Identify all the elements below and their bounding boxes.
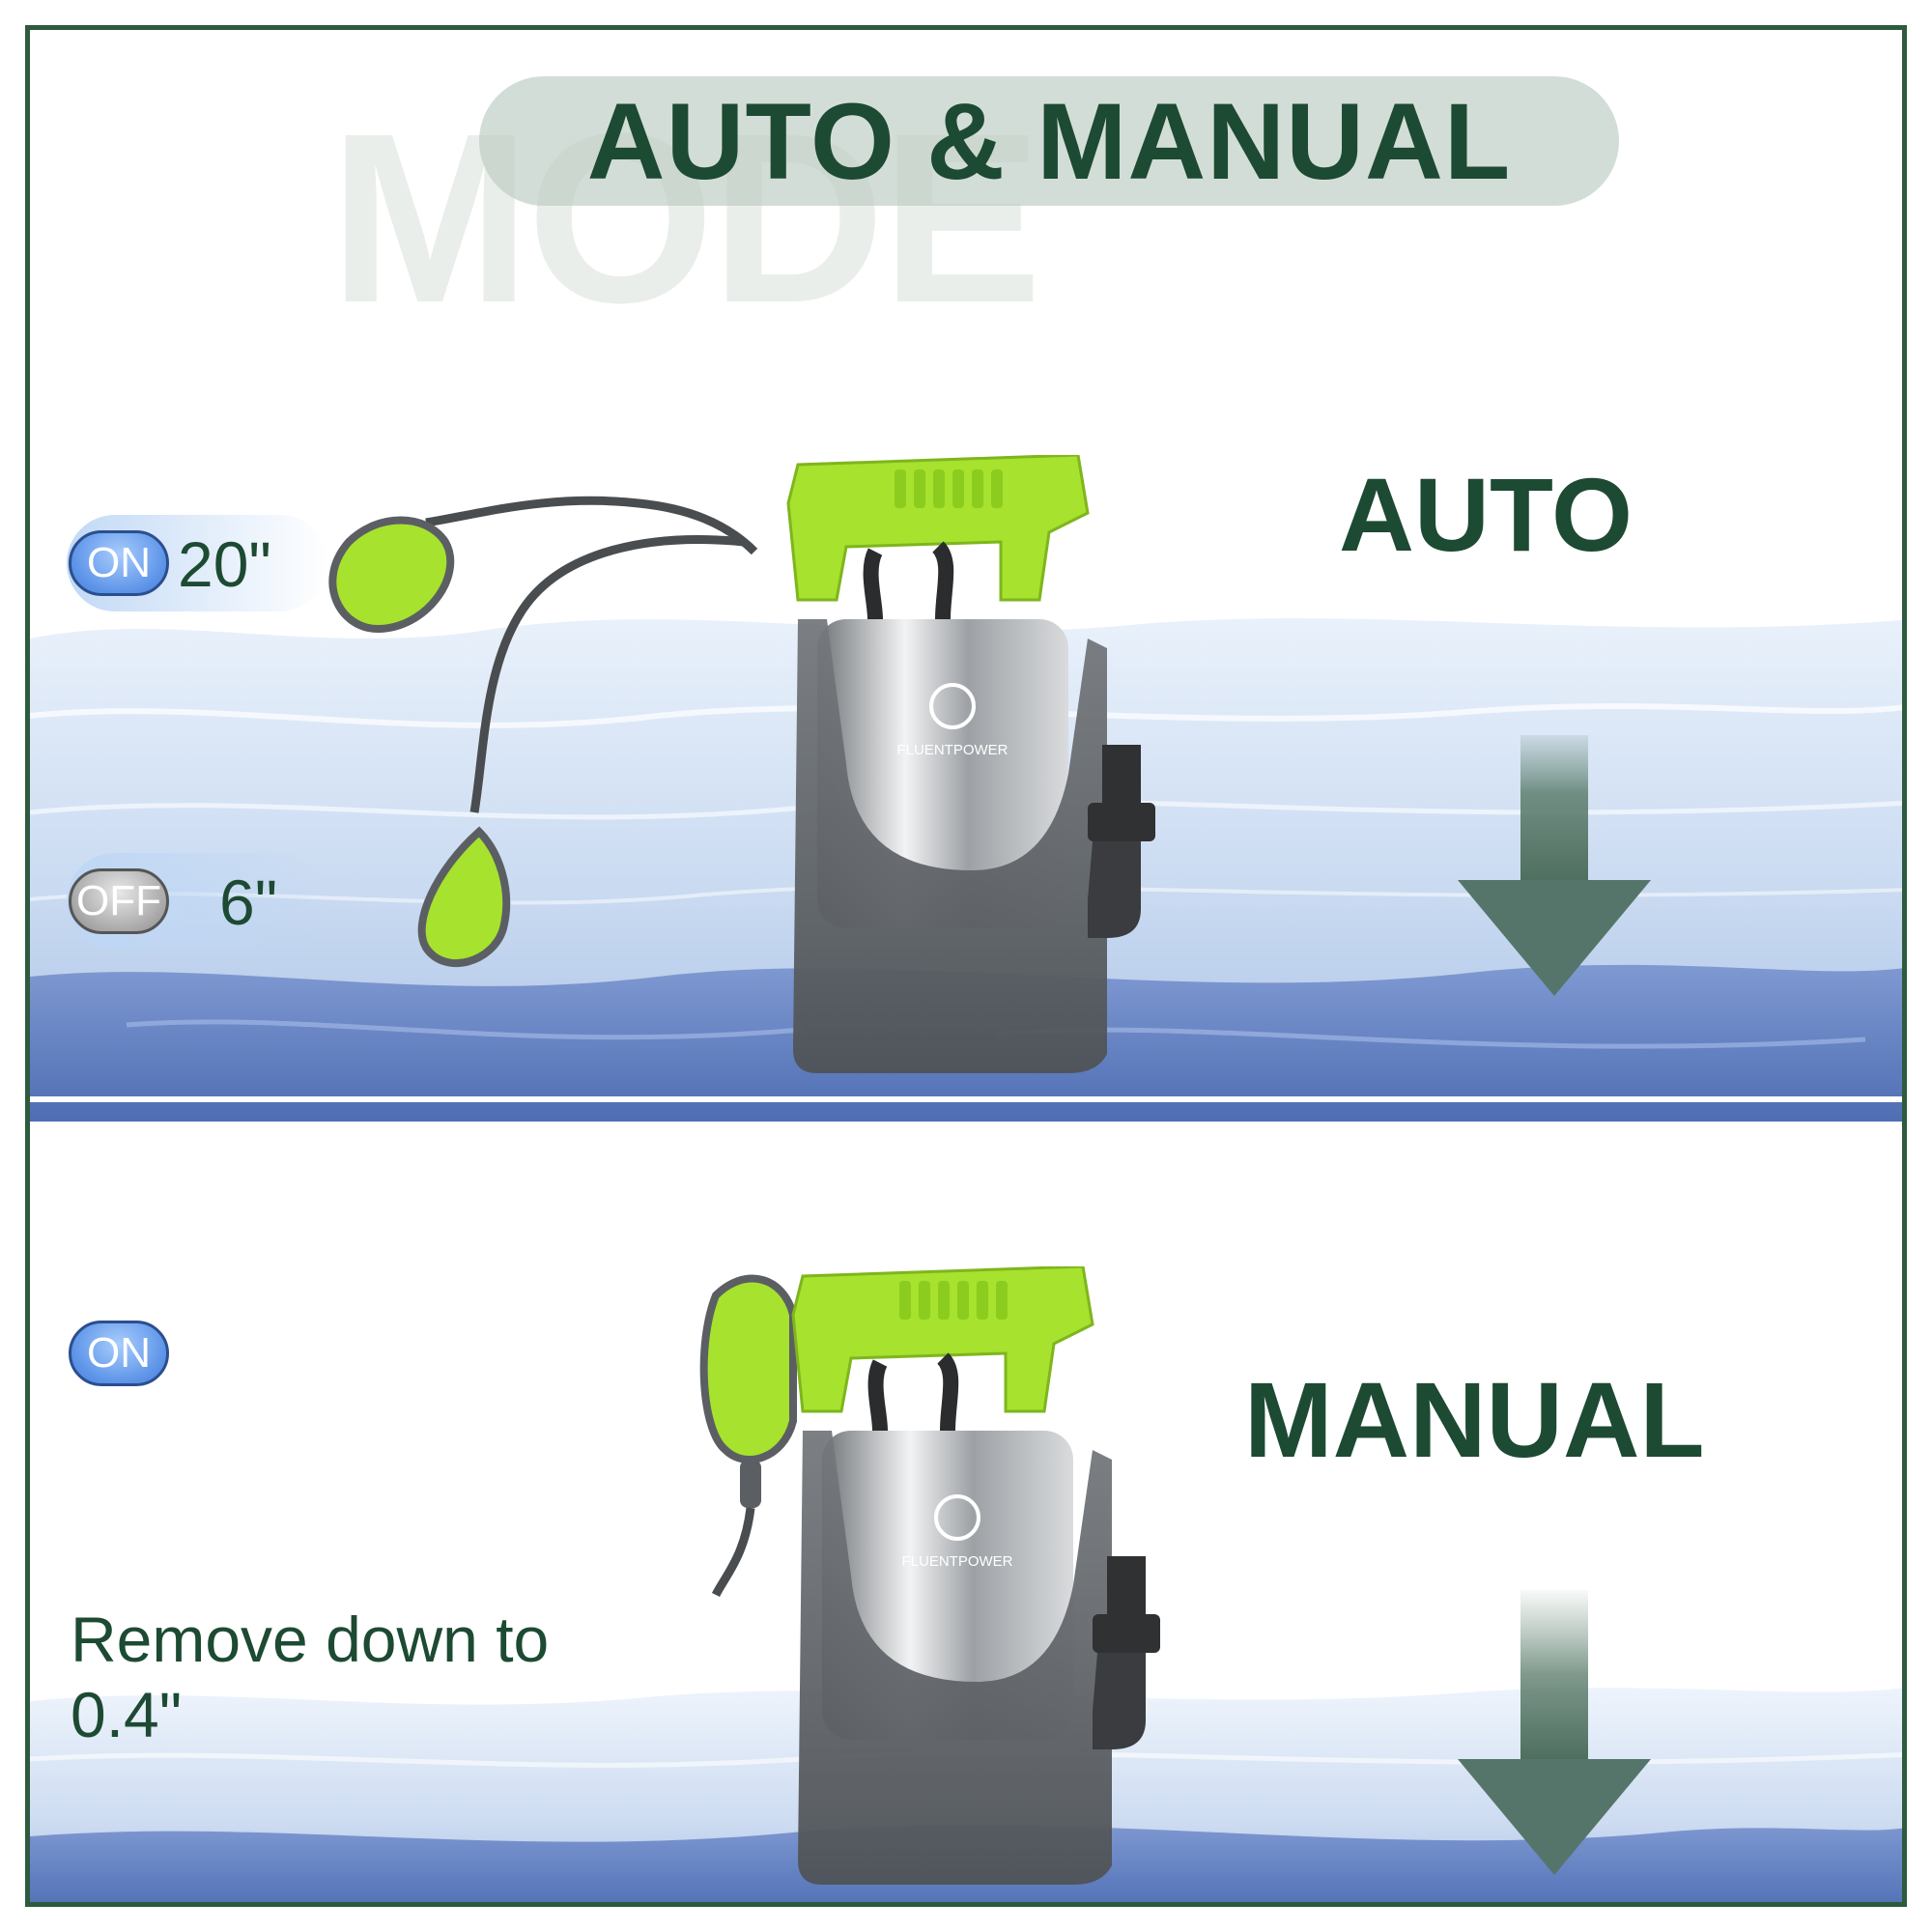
pump-manual-illustration: FLUENTPOWER	[699, 1266, 1160, 1885]
manual-on-badge: ON	[69, 1321, 169, 1386]
title-banner: AUTO & MANUAL	[479, 76, 1619, 206]
down-arrow-icon-manual	[1458, 1590, 1651, 1875]
off-level-value: 6"	[219, 867, 278, 938]
auto-mode-label: AUTO	[1339, 456, 1634, 573]
on-level-value: 20"	[178, 528, 271, 600]
down-arrow-icon	[1458, 735, 1651, 996]
image-frame: MODE AUTO & MANUAL	[25, 25, 1907, 1907]
manual-mode-label: MANUAL	[1244, 1361, 1705, 1480]
manual-note: Remove down to 0.4"	[71, 1604, 550, 1750]
on-badge: ON	[69, 530, 169, 596]
on-level-row: ON 20"	[67, 515, 327, 611]
brand-text-manual: FLUENTPOWER	[901, 1553, 1012, 1570]
page-title: AUTO & MANUAL	[586, 80, 1512, 202]
section-divider	[30, 1096, 1902, 1102]
off-level-row: OFF 6"	[67, 853, 327, 950]
pump-illustration: FLUENTPOWER	[786, 455, 1155, 1073]
off-badge: OFF	[69, 868, 169, 934]
float-switch-icon	[328, 496, 758, 967]
brand-text: FLUENTPOWER	[896, 742, 1008, 758]
